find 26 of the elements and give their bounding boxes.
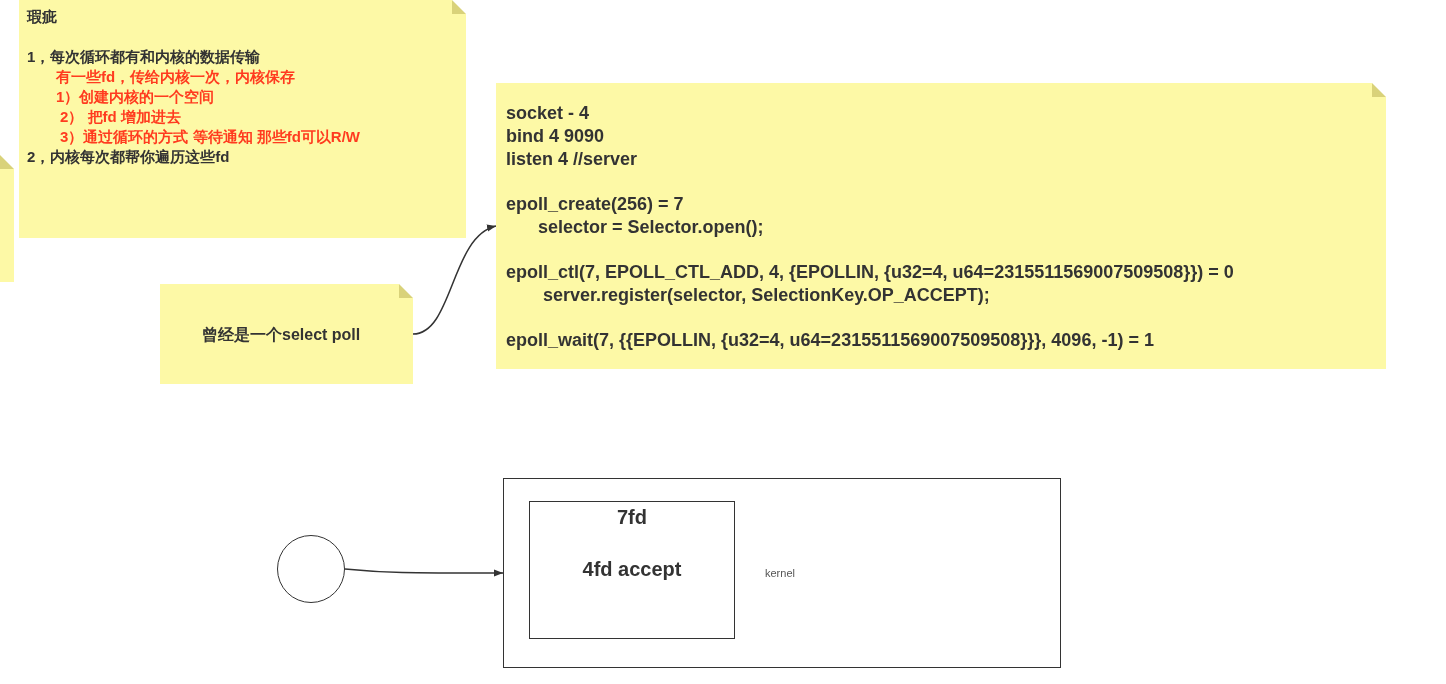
note-text: 2） 把fd 增加进去 — [60, 108, 181, 127]
code-line: bind 4 9090 — [506, 126, 605, 147]
arrow — [344, 568, 504, 577]
note-heading: 瑕疵 — [27, 8, 57, 27]
box-title: 7fd — [616, 506, 648, 529]
kernel-label: kernel — [765, 567, 795, 579]
code-line: socket - 4 — [506, 103, 590, 124]
code-line: epoll_create(256) = 7 — [506, 194, 684, 215]
inner-box — [529, 501, 735, 639]
sticky-note — [496, 83, 1386, 369]
sticky-note — [160, 284, 413, 384]
code-line: epoll_wait(7, {{EPOLLIN, {u32=4, u64=2315511569007509508}}}, 4096, -1) = 1 — [506, 330, 1154, 351]
code-line: listen 4 //server — [506, 149, 638, 170]
code-line: selector = Selector.open(); — [538, 217, 764, 238]
note-text: 有一些fd，传给内核一次，内核保存 — [56, 68, 296, 87]
arrow — [412, 225, 497, 335]
note-text: 2，内核每次都帮你遍历这些fd — [27, 148, 230, 167]
code-line: epoll_ctl(7, EPOLL_CTL_ADD, 4, {EPOLLIN, {u32=4, u64=2315511569007509508}}) = 0 — [506, 262, 1234, 283]
note-text: 1，每次循环都有和内核的数据传输 — [27, 48, 261, 67]
note-text: 曾经是一个select poll — [202, 325, 361, 345]
box-text: 4fd accept — [581, 558, 683, 581]
kernel-box — [503, 478, 1061, 668]
code-line: server.register(selector, SelectionKey.OP_ACCEPT); — [543, 285, 990, 306]
note-text: 1）创建内核的一个空间 — [56, 88, 215, 107]
note-text: 3）通过循环的方式 等待通知 那些fd可以R/W — [60, 128, 360, 147]
sticky-note — [19, 0, 466, 238]
